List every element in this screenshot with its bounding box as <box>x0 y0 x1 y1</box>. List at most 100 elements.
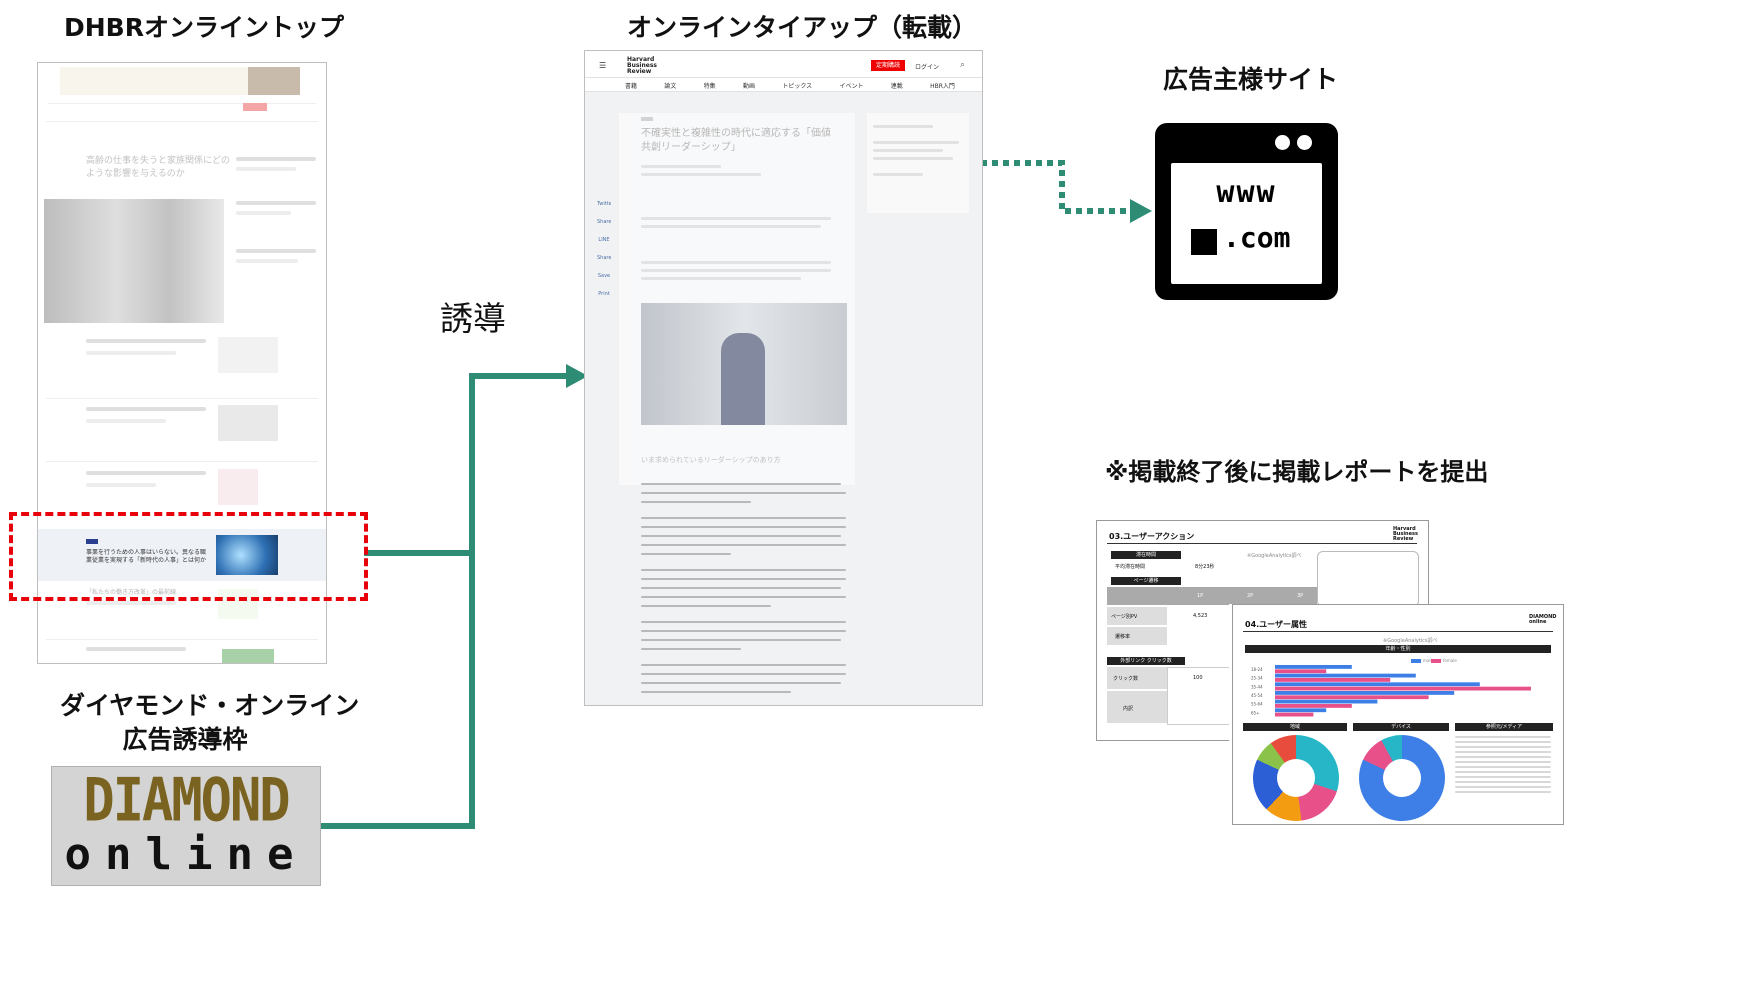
connector-diamond-to-tieup <box>320 553 475 829</box>
report-section2-label: ページ遷移 <box>1111 577 1181 585</box>
title-dol-line2: 広告誘導枠 <box>122 725 248 754</box>
share-save[interactable]: Save <box>597 273 611 279</box>
region-donut-chart <box>1253 735 1339 821</box>
report-back-title: 04.ユーザー属性 <box>1245 620 1308 629</box>
report-detail-label: 内訳 <box>1123 706 1134 712</box>
bar-male <box>1275 665 1352 669</box>
square-icon <box>1191 229 1217 255</box>
title-report-note: ※掲載終了後に掲載レポートを提出 <box>1105 458 1489 486</box>
arrowhead-tieup <box>566 364 588 388</box>
report-rate-label: 遷移率 <box>1115 634 1131 640</box>
share-linkedin[interactable]: Share <box>597 255 611 261</box>
pr-badge <box>86 539 98 544</box>
title-dhbr-top: DHBRオンライントップ <box>64 13 344 42</box>
share-line[interactable]: LINE <box>598 237 610 243</box>
nav-item[interactable]: 論文 <box>664 83 677 90</box>
top-banner <box>60 67 300 95</box>
highlighted-ad-image <box>216 535 278 575</box>
source-table <box>1455 733 1553 819</box>
report-row2-label: 平均滞在時間 <box>1115 564 1146 570</box>
subscribe-button[interactable]: 定期購読 <box>871 60 905 71</box>
legend-female-label: female <box>1443 658 1457 663</box>
window-dot-icon <box>1297 135 1312 150</box>
report-col-1p: 1P <box>1197 593 1204 599</box>
share-twitter[interactable]: Twitter <box>597 201 611 207</box>
report-click-value: 100 <box>1193 675 1203 681</box>
report-pv-value: 4,523 <box>1193 613 1208 619</box>
guide-label: 誘導 <box>440 299 506 338</box>
highlighted-ad-item[interactable]: 事業を行うための人事はいらない。異なる職業従業を実現する「新時代の人事」とは何か <box>38 529 326 581</box>
subscribe-button-thumb <box>243 103 267 111</box>
diamond-logo-text: DIAMOND <box>83 766 290 836</box>
report-page-user-attributes: 04.ユーザー属性 DIAMOND online ※GoogleAnalytic… <box>1232 604 1564 825</box>
nav-item[interactable]: HBR入門 <box>930 83 955 90</box>
diamond-online-logo: DIAMOND online <box>51 766 321 886</box>
tieup-nav: 書籍 論文 特集 動画 トピックス イベント 連載 HBR入門 <box>625 81 955 90</box>
nav-item[interactable]: トピックス <box>782 83 813 90</box>
report-back-note: ※GoogleAnalytics調べ <box>1383 638 1438 644</box>
nav-item[interactable]: イベント <box>839 83 864 90</box>
device-donut-chart <box>1359 735 1445 821</box>
highlighted-ad-title: 事業を行うための人事はいらない。異なる職業従業を実現する「新時代の人事」とは何か <box>86 549 207 564</box>
hero-image <box>44 199 224 323</box>
report-col-3p: 3P <box>1297 593 1304 599</box>
online-logo-text: online <box>64 829 308 880</box>
hbr-brand: Harvard Business Review <box>627 56 657 75</box>
age-tick-label: 18-24 <box>1251 667 1263 672</box>
report-front-title: 03.ユーザーアクション <box>1109 532 1195 541</box>
nav-item[interactable]: 特集 <box>703 83 716 90</box>
window-dot-icon <box>1275 135 1290 150</box>
nav-item[interactable]: 連載 <box>890 83 903 90</box>
browser-window-icon: www .com <box>1155 123 1338 300</box>
age-tick-label: 55-64 <box>1251 702 1263 707</box>
report-col-2p: 2P <box>1247 593 1254 599</box>
legend-female-swatch <box>1431 659 1441 663</box>
bar-male <box>1275 673 1416 678</box>
ad-slot-highlight <box>9 512 368 601</box>
arrowhead-advertiser <box>1130 199 1152 223</box>
bar-female <box>1275 712 1314 717</box>
age-tick-label: 35-44 <box>1251 684 1263 689</box>
title-tieup: オンラインタイアップ（転載） <box>627 13 978 42</box>
tieup-sidebar-card <box>867 113 969 213</box>
report-click-label: クリック数 <box>1113 676 1139 682</box>
bar-female <box>1275 669 1327 674</box>
com-text: .com <box>1223 221 1291 254</box>
connector-tieup-to-advertiser <box>970 160 1130 214</box>
share-print[interactable]: Print <box>598 291 610 297</box>
age-tick-label: 45-54 <box>1251 693 1263 698</box>
nav-item[interactable]: 書籍 <box>625 83 638 90</box>
legend-male-label: male <box>1423 658 1433 663</box>
bar-male <box>1275 699 1378 704</box>
article-card: 不確実性と複雑性の時代に適応する「価値共創リーダーシップ」 いま求められているリ… <box>619 113 855 485</box>
login-link[interactable]: ログイン <box>915 64 940 71</box>
sub-item-title: 「私たちの働き方改革」の最前線 <box>86 589 177 596</box>
bar-female <box>1275 704 1352 708</box>
bar-male <box>1275 682 1480 687</box>
article-photo <box>641 303 847 425</box>
www-text: www <box>1216 175 1277 210</box>
article-body-text <box>641 483 851 693</box>
age-tick-label: 25-34 <box>1251 676 1263 681</box>
hero-title: 高齢の仕事を失うと家族関係にどのような影響を与えるのか <box>86 156 231 179</box>
bar-female <box>1275 695 1429 700</box>
article-headline: 不確実性と複雑性の時代に適応する「価値共創リーダーシップ」 <box>641 128 831 153</box>
search-icon[interactable]: ⌕ <box>960 60 966 70</box>
legend-male-swatch <box>1411 659 1421 663</box>
title-dol-line1: ダイヤモンド・オンライン <box>60 691 360 720</box>
report-col-header: 1P 2P 3P <box>1107 587 1317 605</box>
article-subhead: いま求められているリーダーシップのあり方 <box>641 456 781 464</box>
connector-slot-to-tieup <box>364 373 568 556</box>
share-facebook[interactable]: Share <box>597 219 611 225</box>
panel-header-source: 参照元/メディア <box>1455 723 1553 731</box>
panel-header-region: 地域 <box>1243 723 1347 731</box>
banner-photo <box>248 67 300 95</box>
report-front-brand: Harvard Business Review <box>1393 526 1418 542</box>
report-front-note: ※GoogleAnalytics調べ <box>1247 553 1302 559</box>
nav-item[interactable]: 動画 <box>742 83 755 90</box>
bar-male <box>1275 691 1455 695</box>
menu-icon[interactable]: ☰ <box>599 61 607 70</box>
tieup-article-screenshot: ☰ Harvard Business Review 定期購読 ログイン ⌕ 書籍… <box>584 50 983 706</box>
